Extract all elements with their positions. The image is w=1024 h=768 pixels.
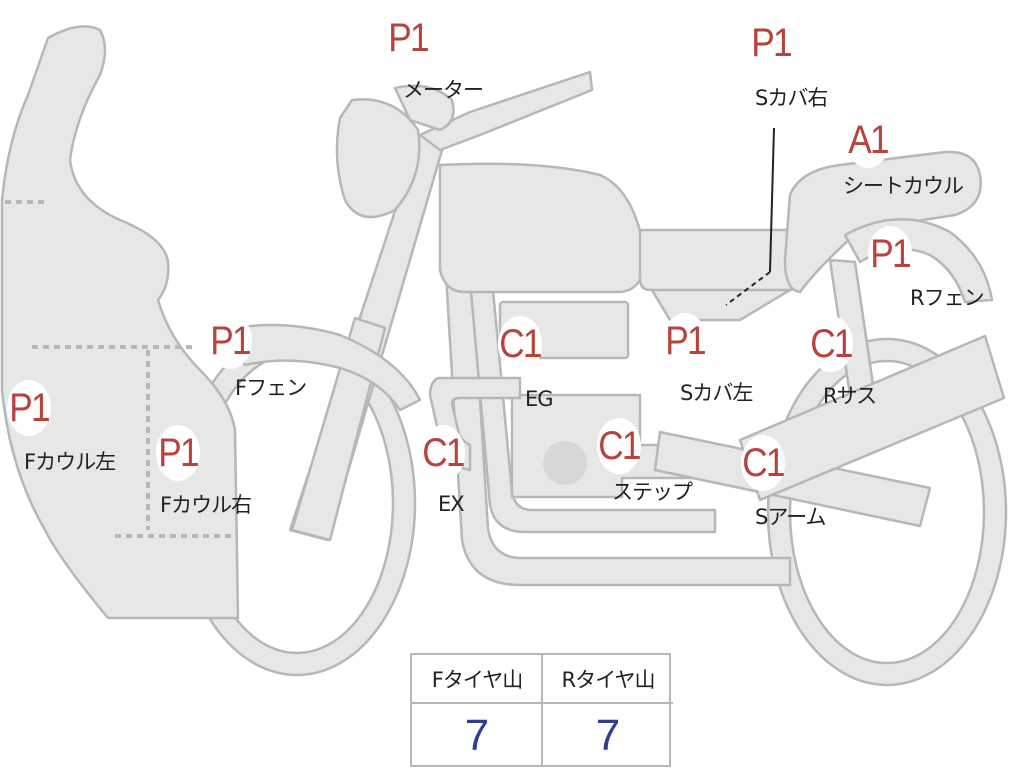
side-cover-left-grade-badge: P1 [663,313,707,369]
rear-suspension-grade-badge: C1 [809,316,853,372]
engine-cover [543,441,587,485]
front-cowl-right-grade-badge: P1 [156,425,200,481]
tire-tread-table: Fタイヤ山 Rタイヤ山 7 7 [410,653,673,767]
meter-label: メーター [403,78,484,102]
rear-tire-header: Rタイヤ山 [543,655,673,704]
front-cowl-right-label: Fカウル右 [160,493,252,517]
swing-arm-label: Sアーム [755,505,826,529]
rear-fender-grade-badge: P1 [868,226,912,282]
front-cowl-shape [0,25,240,620]
side-cover-left-label: Sカバ左 [680,381,753,405]
headlight [335,98,421,219]
fuel-tank [438,162,647,294]
rear-fender-label: Rフェン [910,286,985,310]
front-cowl-left-grade-badge: P1 [7,380,51,436]
table-divider [541,655,543,767]
frame-outer-loop [438,173,792,587]
exhaust-grade-badge: C1 [421,425,465,481]
meter-housing [393,84,455,132]
front-fender-grade-badge: P1 [208,313,252,369]
side-cover-right-label: Sカバ右 [755,86,828,110]
rear-tire-value: 7 [595,710,621,760]
leader-line [725,127,775,306]
front-fender-label: Fフェン [235,376,307,400]
meter-grade-badge: P1 [386,10,430,66]
exhaust-label: EX [438,492,465,516]
seat-cowl-grade-badge: A1 [846,112,890,168]
front-tire-value: 7 [464,710,490,760]
side-cover-right-grade-badge: P1 [749,15,793,71]
handlebar [418,70,594,152]
front-fender-shape [223,323,422,412]
step-grade-badge: C1 [597,418,641,474]
engine-label: EG [525,387,554,411]
rear-suspension-label: Rサス [823,384,877,408]
engine-grade-badge: C1 [498,316,542,372]
front-cowl-left-label: Fカウル左 [24,450,116,474]
cowl-panel-lines [5,200,235,538]
swing-arm-grade-badge: C1 [741,435,785,491]
front-tire-header: Fタイヤ山 [412,655,542,704]
seat-cowl-label: シートカウル [843,174,964,198]
step-label: ステップ [612,480,693,504]
